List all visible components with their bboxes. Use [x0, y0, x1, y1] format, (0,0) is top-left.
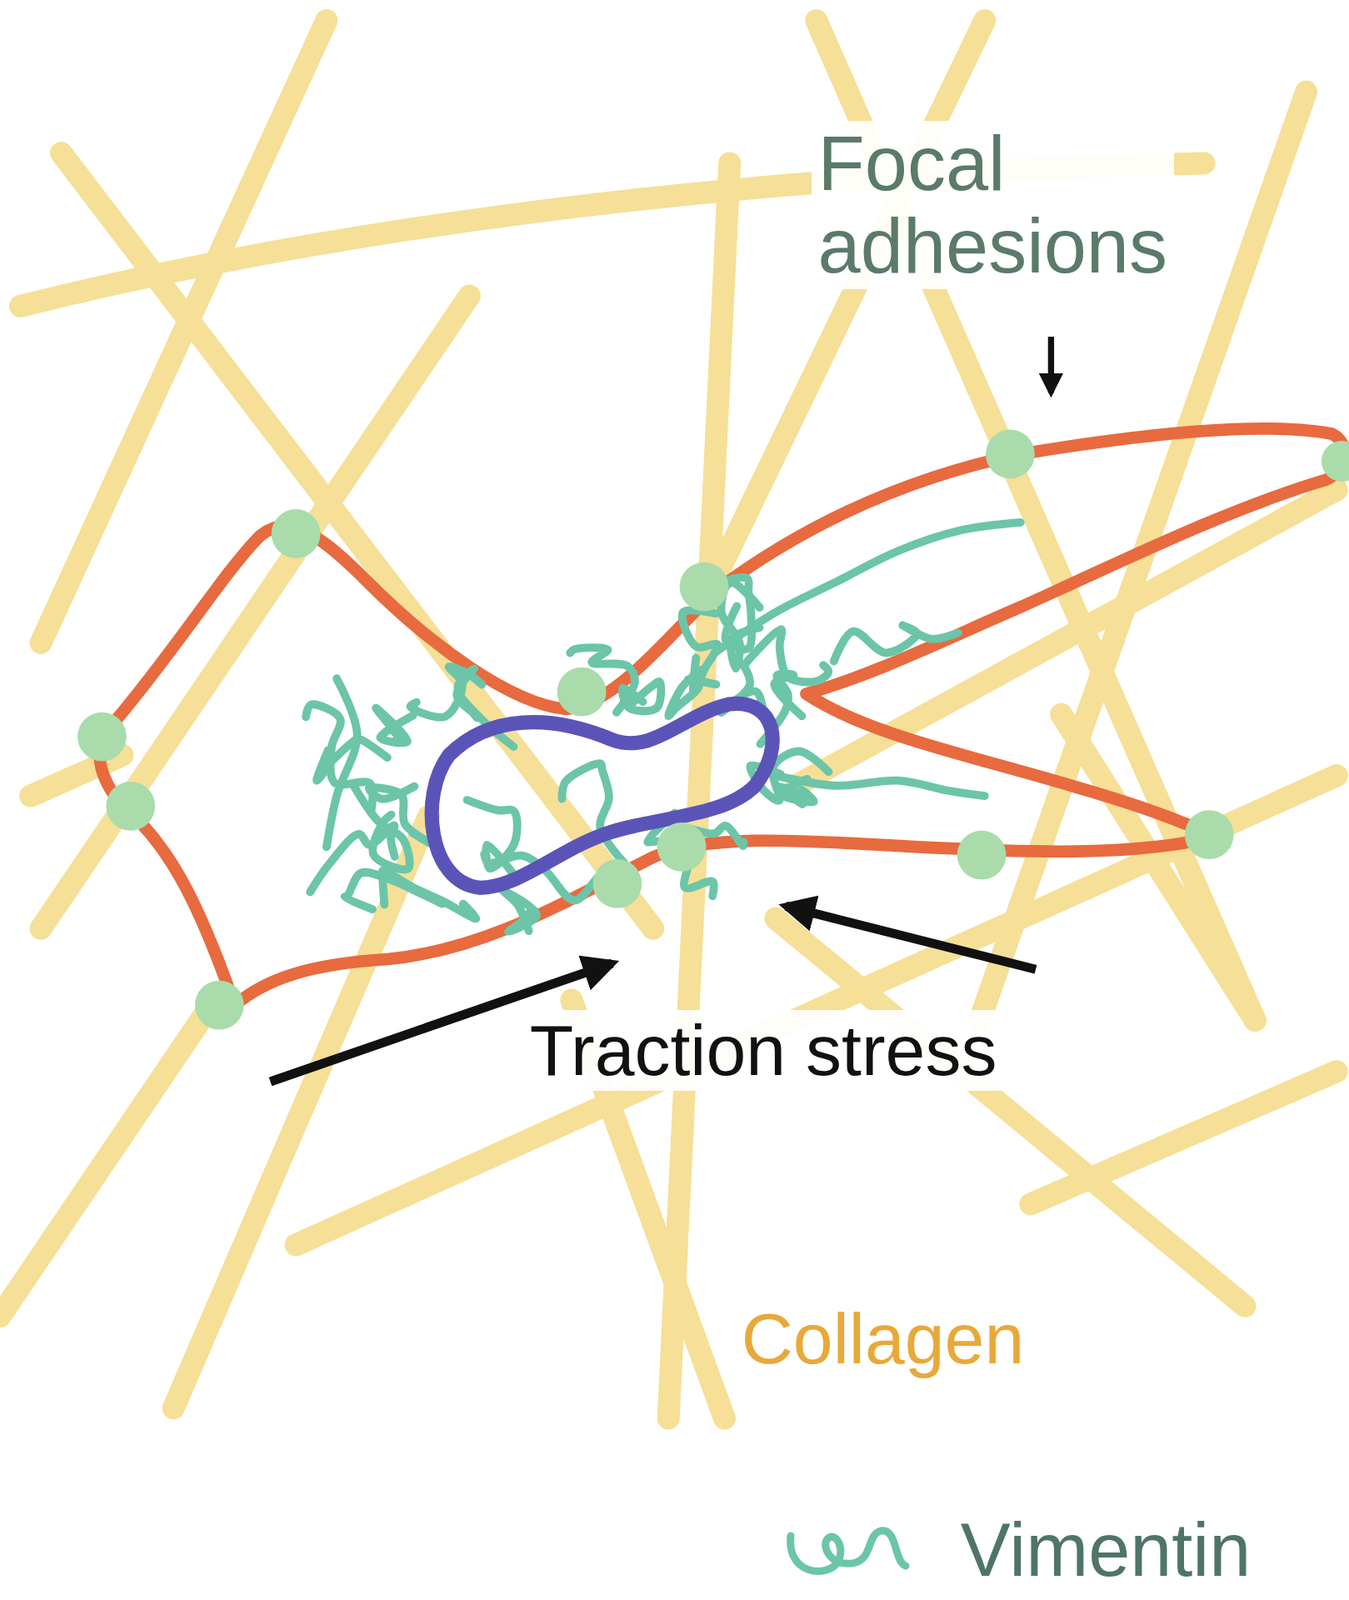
- collagen-label: Collagen: [734, 1298, 1031, 1379]
- focal-adhesion-dots: [77, 429, 1349, 1030]
- legend-item: Vimentin: [780, 1505, 1257, 1595]
- focal-adhesion-label: Focal adhesions: [811, 120, 1175, 290]
- arrows: [270, 336, 1052, 1082]
- legend-text: Vimentin: [955, 1505, 1257, 1595]
- cell-membrane: [99, 428, 1345, 1005]
- collagen-fibers: [0, 19, 1337, 1419]
- vimentin-swatch: [780, 1517, 931, 1584]
- nucleus: [431, 703, 773, 888]
- vimentin-filaments: [305, 522, 1021, 932]
- traction-stress-label: Traction stress: [523, 1009, 1005, 1091]
